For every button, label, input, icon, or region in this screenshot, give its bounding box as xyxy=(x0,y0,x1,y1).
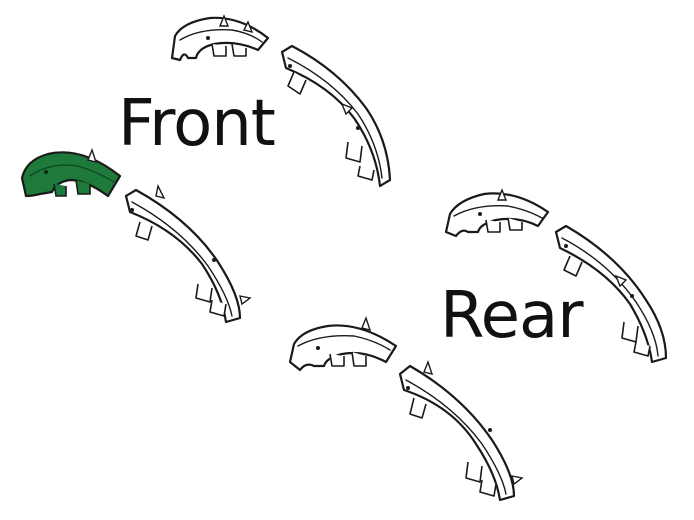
front-upper-side-piece xyxy=(280,44,392,188)
rear-lower-side-piece xyxy=(398,359,524,502)
front-highlighted-corner-piece xyxy=(20,147,122,198)
rear-label: Rear xyxy=(440,279,583,353)
rear-upper-side-piece xyxy=(554,224,668,364)
rear-lower-corner-piece xyxy=(288,315,398,372)
front-upper-corner-piece xyxy=(170,14,270,62)
rear-upper-corner-piece xyxy=(444,188,550,238)
front-label: Front xyxy=(118,87,276,161)
front-lower-side-piece xyxy=(124,183,252,324)
